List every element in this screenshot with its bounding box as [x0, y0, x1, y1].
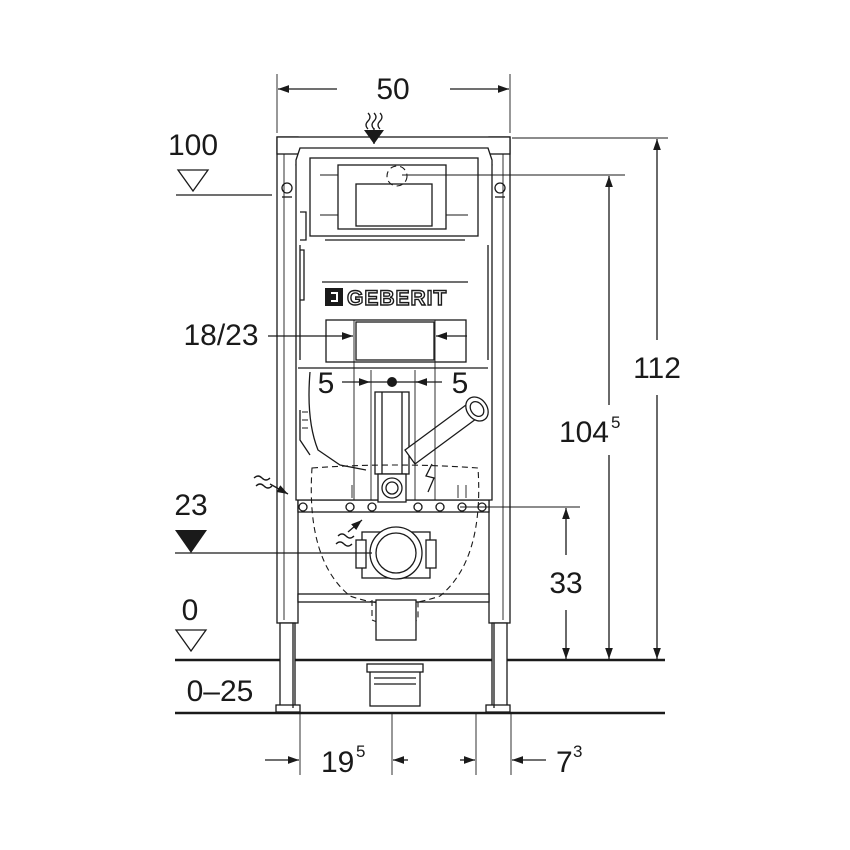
- level-marker-23: 23: [174, 489, 372, 554]
- water-supply-side-icon: [253, 475, 289, 495]
- depth-label: 7: [556, 746, 573, 779]
- flush-pipe: [298, 377, 489, 512]
- dimension-drain-height: 33: [460, 506, 583, 659]
- dimension-frame-width-label: 50: [376, 73, 409, 106]
- level-marker-100: 100: [168, 129, 272, 196]
- floor-lines: [175, 658, 665, 715]
- dimension-frame-width: 50: [276, 73, 511, 133]
- brand-logo: GEBERIT: [325, 286, 447, 311]
- connection-level-label: 23: [174, 489, 207, 522]
- offset-right-label: 5: [452, 367, 469, 400]
- waste-water-icon: [335, 519, 363, 547]
- dimension-offsets: 5 5: [318, 367, 469, 500]
- concealed-cistern: [295, 147, 493, 501]
- depth-sup: 3: [573, 742, 582, 761]
- level-marker-0: 0: [174, 594, 208, 653]
- actuation-height-sup: 5: [611, 413, 620, 432]
- overall-height-label: 112: [633, 352, 681, 385]
- foot-offset-label: 19: [321, 746, 354, 779]
- foot-offset-sup: 5: [356, 742, 365, 761]
- opening-width-label: 18/23: [183, 319, 258, 352]
- actuation-height-label: 104: [559, 416, 609, 449]
- dimension-overall-height: 112: [512, 137, 681, 659]
- offset-left-label: 5: [318, 367, 335, 400]
- dimension-actuation-height: 104 5: [402, 174, 625, 659]
- water-supply-icon: [364, 112, 384, 144]
- level-100-label: 100: [168, 129, 218, 162]
- floor-range-label: 0–25: [187, 675, 254, 708]
- dimension-bottom: 19 5 7 3: [265, 712, 582, 779]
- drain-height-label: 33: [549, 567, 582, 600]
- drain-connection: [355, 526, 437, 707]
- brand-logo-text: GEBERIT: [347, 287, 447, 310]
- dimension-opening-width: 18/23: [183, 319, 467, 500]
- floor-level-label: 0: [182, 594, 199, 627]
